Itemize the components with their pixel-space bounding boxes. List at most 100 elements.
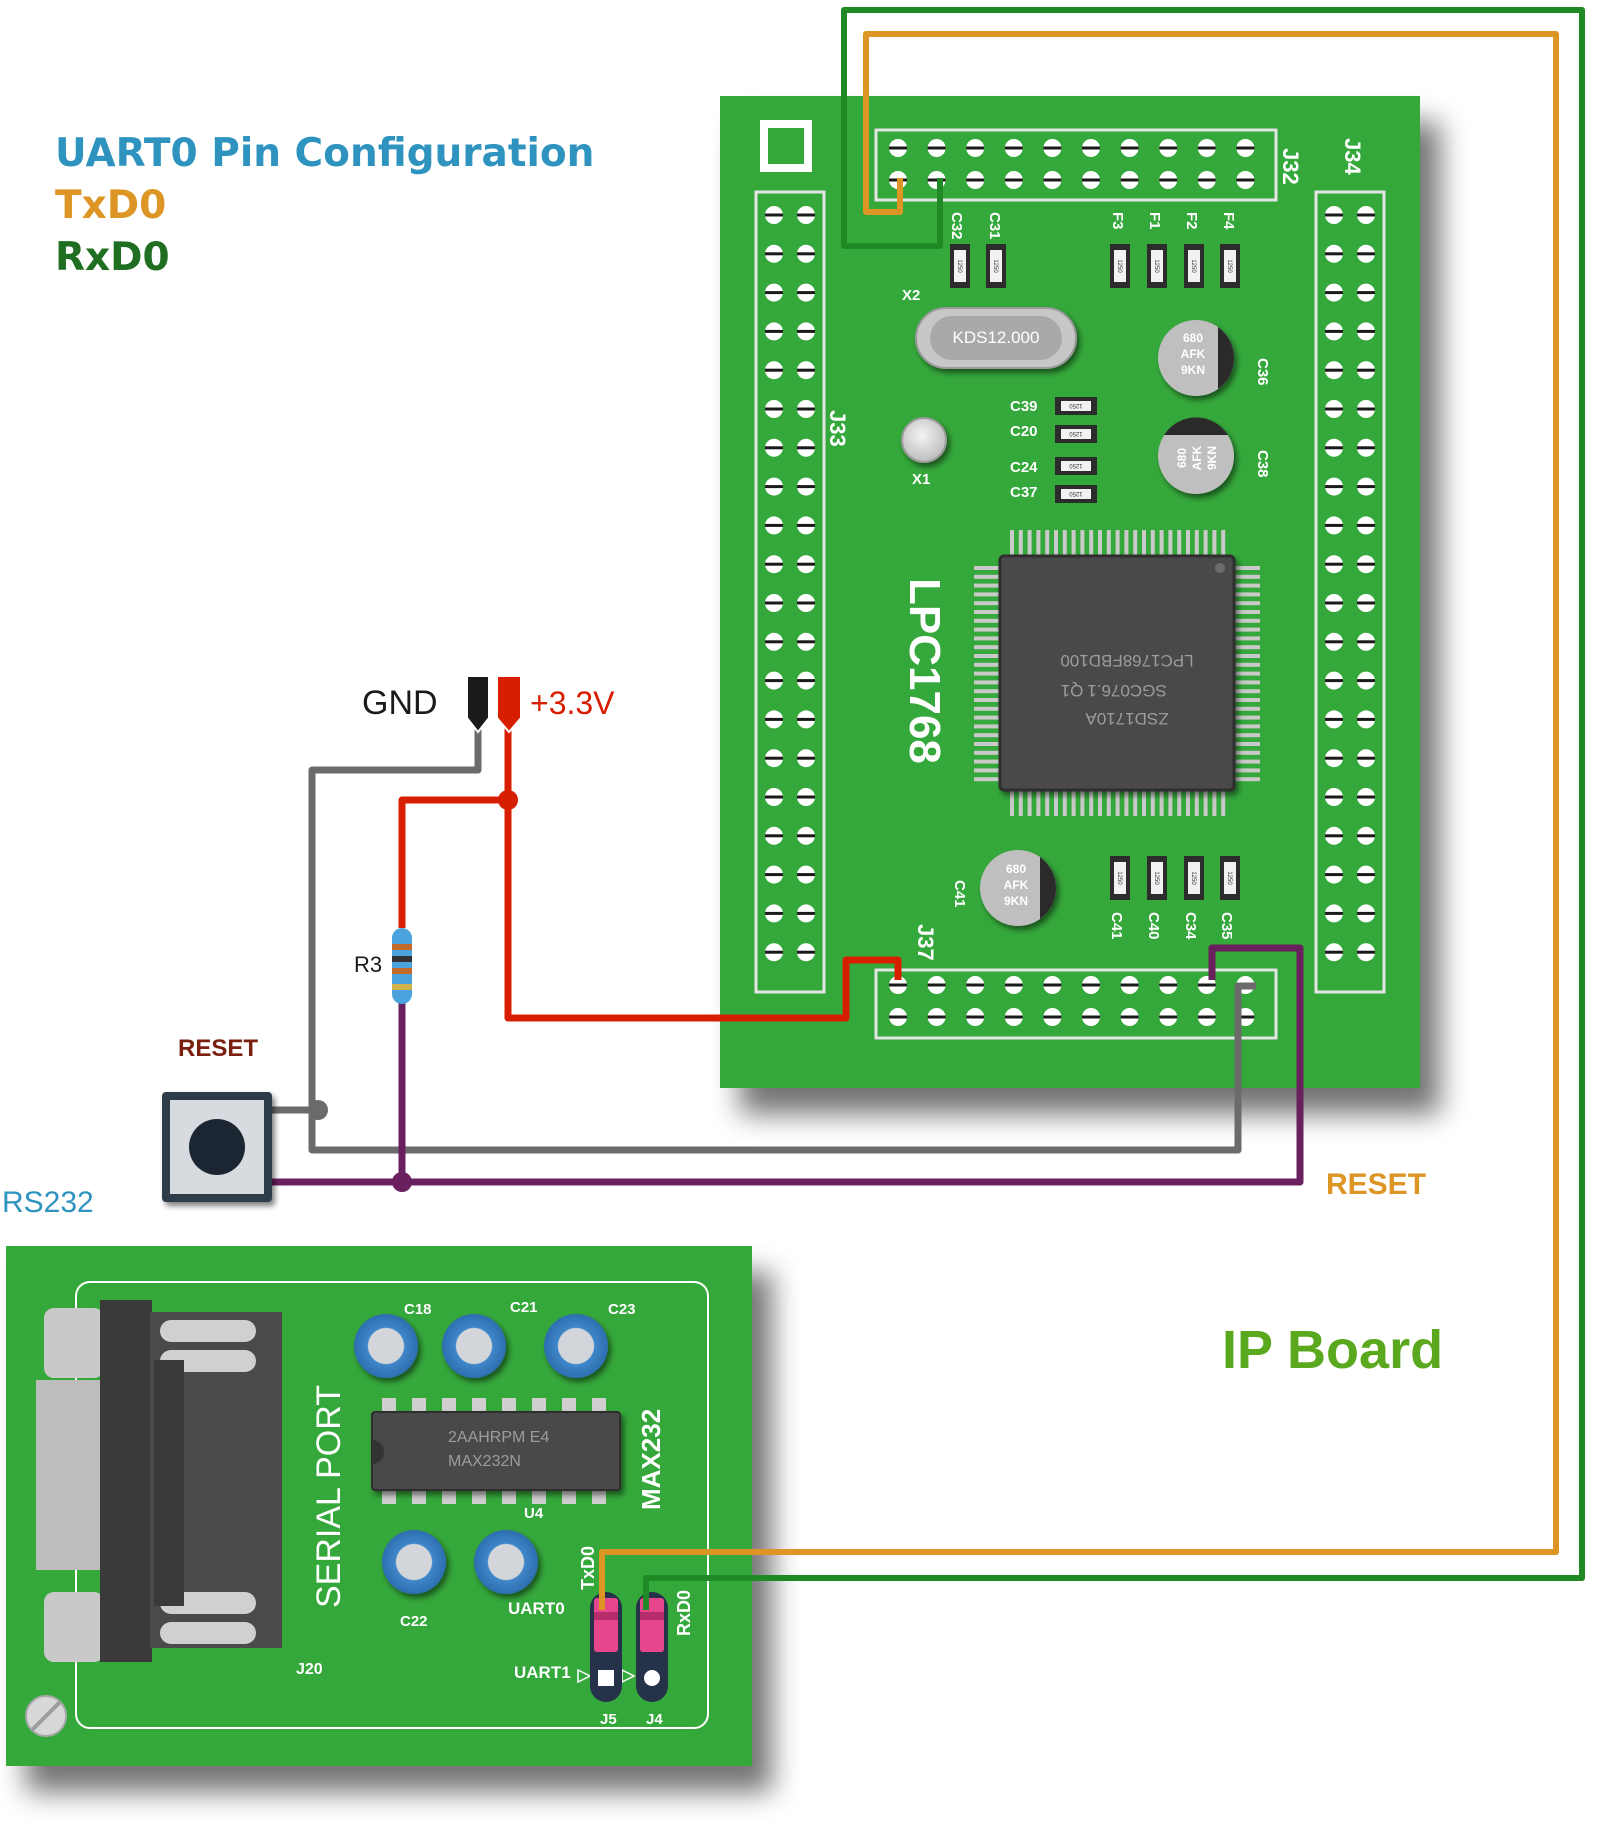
max232-pin [532,1488,546,1504]
header-pin-slot [1325,911,1343,915]
mcu-label: LPC1768 [900,578,949,764]
smd-marking: 1250 [992,259,998,273]
mcu-pin [1234,768,1260,773]
header-pin-slot [765,717,783,721]
mcu-pin [1234,750,1260,755]
mcu-pin [1010,530,1014,556]
header-pin-slot [1197,146,1216,150]
header-pin-slot [1357,252,1375,256]
jumper-j5[interactable] [590,1592,622,1702]
max232-pin [502,1488,516,1504]
header-pin-slot [1325,562,1343,566]
jumper-j4[interactable] [636,1592,668,1702]
mcu-pin [1098,790,1102,816]
mcu-chip-line2: SGC076.1 [1087,681,1166,700]
header-pin-slot [1325,640,1343,644]
wire-vcc [504,716,902,1022]
header-pin-slot [1004,1015,1023,1019]
jumper-label-j5: J5 [600,1711,617,1728]
header-pin-slot [966,1015,985,1019]
header-pin-slot [765,640,783,644]
ip-board-label: IP Board [1222,1320,1443,1380]
mcu-chip-line4: LPC1768FBD100 [1060,651,1193,670]
crystal-x2-text: KDS12.000 [953,328,1040,347]
mcu-chip-line3: Q1 [1061,681,1084,700]
mcu-pin [1194,790,1199,816]
smd-part: 1250 [1110,856,1130,900]
max232-pin [532,1398,546,1414]
max232-chip-line1: 2AAHRPM E4 [448,1429,549,1446]
mcu-pin [1234,583,1260,588]
header-pin-slot [1120,146,1139,150]
max232-pin [562,1488,576,1504]
smd-marking: 1250 [1069,490,1083,496]
header-pin-slot [1357,562,1375,566]
header-pin-slot [1043,1015,1062,1019]
reset-net-label: RESET [1326,1168,1426,1201]
electrolytic-label-c38: C38 [1254,450,1271,478]
header-pin-slot [765,446,783,450]
mcu-pin [1234,645,1260,650]
header-pin-slot [927,178,946,182]
header-pin-slot [1325,213,1343,217]
mcu-pin [1150,530,1155,556]
mcu-pin [1234,574,1260,579]
max232-pin [442,1488,456,1504]
mcu-pin [1203,530,1208,556]
smd-part: 1250 [1220,856,1240,900]
mcu-pin [974,706,1000,711]
max232-pin [382,1398,396,1414]
header-pin-slot [1357,873,1375,877]
cap-c21 [442,1314,506,1378]
cap-label-c41b: C41 [1108,912,1125,940]
header-pin-slot [1236,178,1255,182]
smd-marking: 1250 [1190,259,1196,273]
header-pin-slot [797,329,815,333]
header-pin-slot [1325,950,1343,954]
max232-pin [592,1398,606,1414]
wire-rxd0 [643,7,1585,1610]
mcu-pin [1234,706,1260,711]
cap-label-c24: C24 [1010,459,1038,476]
mcu-pin [1234,715,1260,720]
mcu-pin [1234,724,1260,729]
header-pins [765,139,1375,1026]
header-label-j33: J33 [825,410,850,447]
header-pin-slot [1043,983,1062,987]
mcu-pin [1062,790,1067,816]
mcu-pin [1018,790,1023,816]
header-pin-slot [1325,717,1343,721]
header-pin-slot [1325,873,1343,877]
rs232-board: SERIAL PORT J20 C18 C21 C23 C22 2AAHRPM … [6,1246,752,1766]
header-pin-slot [966,146,985,150]
header-pin-slot [1120,178,1139,182]
resistor-label: R3 [354,952,382,977]
header-label-j34: J34 [1340,138,1365,175]
header-pin-slot [765,368,783,372]
mcu-pin [974,777,1000,782]
header-pin-slot [765,601,783,605]
cap-c18 [354,1314,418,1378]
header-pin-slot [765,252,783,256]
serial-port-label: SERIAL PORT [310,1385,348,1608]
smd-part: 1250 [1055,485,1097,503]
electrolytic-c41 [980,850,1057,926]
mcu-pin [1234,654,1260,658]
max232-pin [502,1398,516,1414]
header-pin-slot [1004,178,1023,182]
header-pin-slot [1357,911,1375,915]
smd-part: 1250 [1055,397,1097,415]
smd-part: 1250 [950,244,970,288]
reset-button[interactable] [162,1092,272,1202]
max232-label: MAX232 [636,1409,666,1510]
header-pin-slot [1357,640,1375,644]
mcu-pin [1124,790,1129,816]
header-pin-slot [797,873,815,877]
header-j37-outline [874,968,1278,1040]
mcu-pin [1080,530,1085,556]
reset-button-cap[interactable] [189,1119,245,1175]
mcu-pin [1177,790,1182,816]
smd-part: 1250 [986,244,1006,288]
header-pin-slot [1325,795,1343,799]
